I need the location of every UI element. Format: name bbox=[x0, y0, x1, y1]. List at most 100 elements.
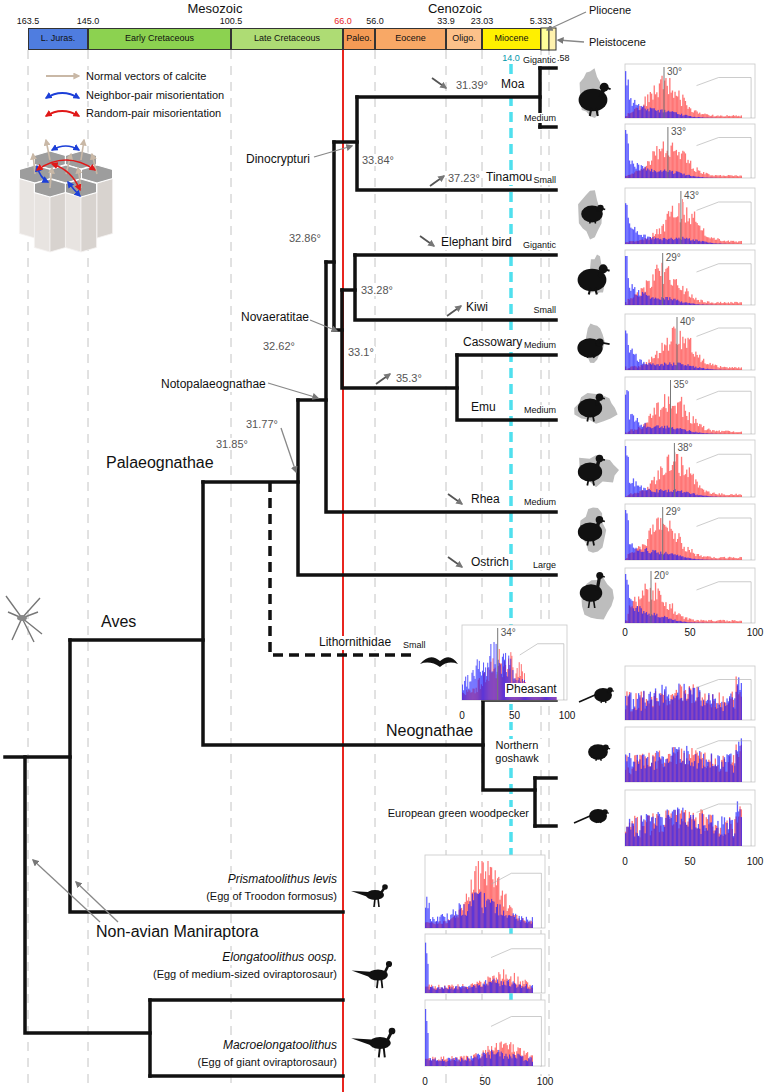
random-pair-bar bbox=[702, 114, 703, 118]
random-pair-bar bbox=[717, 238, 718, 244]
random-pair-bar bbox=[685, 551, 686, 560]
neighbor-pair-bar bbox=[721, 622, 722, 623]
neighbor-pair-bar bbox=[703, 117, 704, 118]
random-pair-bar bbox=[648, 602, 649, 623]
random-pair-bar bbox=[689, 412, 690, 434]
neighbor-pair-bar bbox=[656, 364, 657, 370]
neighbor-pair-bar bbox=[661, 490, 662, 497]
random-pair-bar bbox=[676, 452, 677, 497]
neighbor-pair-bar bbox=[669, 362, 670, 370]
random-pair-bar bbox=[741, 241, 742, 244]
random-pair-bar bbox=[686, 699, 687, 720]
neighbor-pair-bar bbox=[736, 496, 737, 497]
neighbor-pair-bar bbox=[678, 429, 679, 434]
neighbor-pair-bar bbox=[635, 710, 636, 720]
neighbor-pair-bar bbox=[698, 495, 699, 497]
neighbor-pair-bar bbox=[741, 622, 742, 623]
neighbor-pair-bar bbox=[703, 304, 704, 305]
neighbor-pair-bar bbox=[643, 293, 644, 305]
neighbor-pair-bar bbox=[719, 433, 720, 434]
random-pair-bar bbox=[721, 367, 722, 370]
neighbor-pair-bar bbox=[642, 166, 643, 178]
neighbor-pair-bar bbox=[690, 766, 691, 782]
random-pair-bar bbox=[678, 613, 679, 623]
random-pair-bar bbox=[741, 432, 742, 434]
random-pair-bar bbox=[712, 558, 713, 560]
random-pair-bar bbox=[711, 237, 712, 244]
neighbor-pair-bar bbox=[641, 769, 642, 782]
neighbor-pair-bar bbox=[652, 172, 653, 178]
neighbor-pair-bar bbox=[674, 239, 675, 244]
neighbor-pair-bar bbox=[704, 177, 705, 179]
random-pair-bar bbox=[703, 228, 704, 244]
neighbor-pair-bar bbox=[710, 369, 711, 370]
neighbor-pair-bar bbox=[628, 696, 629, 720]
neighbor-pair-bar bbox=[710, 117, 711, 118]
neighbor-pair-bar bbox=[637, 231, 638, 244]
neighbor-pair-bar bbox=[677, 428, 678, 434]
neighbor-pair-bar bbox=[689, 622, 690, 624]
neighbor-pair-bar bbox=[635, 354, 636, 370]
neighbor-pair-bar bbox=[733, 243, 734, 244]
random-pair-bar bbox=[716, 621, 717, 623]
random-pair-bar bbox=[668, 754, 669, 782]
histogram-frame bbox=[625, 666, 755, 720]
neighbor-pair-bar bbox=[680, 621, 681, 623]
neighbor-pair-bar bbox=[632, 229, 633, 244]
random-pair-bar bbox=[710, 557, 711, 560]
random-pair-bar bbox=[708, 115, 709, 118]
random-pair-bar bbox=[635, 693, 636, 720]
neighbor-pair-bar bbox=[695, 117, 696, 119]
neighbor-pair-bar bbox=[699, 690, 700, 720]
random-pair-bar bbox=[707, 173, 708, 178]
random-pair-bar bbox=[698, 300, 699, 305]
neighbor-pair-bar bbox=[720, 369, 721, 370]
neighbor-pair-bar bbox=[637, 486, 638, 497]
random-pair-bar bbox=[656, 265, 657, 305]
random-pair-bar bbox=[710, 363, 711, 370]
neighbor-pair-bar bbox=[673, 174, 674, 178]
random-pair-bar bbox=[708, 301, 709, 305]
random-pair-bar bbox=[637, 292, 638, 305]
neighbor-pair-bar bbox=[633, 164, 634, 178]
neighbor-pair-bar bbox=[699, 117, 700, 119]
neighbor-pair-bar bbox=[642, 427, 643, 434]
random-pair-bar bbox=[635, 602, 636, 623]
random-pair-bar bbox=[702, 620, 703, 623]
neighbor-pair-bar bbox=[658, 701, 659, 720]
neighbor-pair-bar bbox=[698, 622, 699, 623]
neighbor-pair-bar bbox=[725, 304, 726, 305]
random-pair-bar bbox=[678, 533, 679, 560]
neighbor-pair-bar bbox=[695, 367, 696, 370]
random-pair-bar bbox=[713, 238, 714, 244]
random-pair-bar bbox=[661, 149, 662, 178]
median-line bbox=[667, 127, 668, 178]
random-pair-bar bbox=[668, 610, 669, 623]
random-pair-bar bbox=[736, 241, 737, 244]
tree-branch bbox=[70, 638, 203, 642]
neighbor-pair-bar bbox=[655, 688, 656, 720]
random-pair-bar bbox=[691, 549, 692, 560]
neighbor-pair-bar bbox=[685, 694, 686, 720]
random-pair-bar bbox=[694, 621, 695, 623]
random-pair-bar bbox=[680, 100, 681, 118]
random-pair-bar bbox=[647, 94, 648, 118]
random-pair-bar bbox=[715, 431, 716, 434]
random-pair-bar bbox=[650, 766, 651, 782]
neighbor-pair-bar bbox=[720, 707, 721, 720]
neighbor-pair-bar bbox=[697, 177, 698, 178]
random-pair-bar bbox=[664, 394, 665, 434]
random-pair-bar bbox=[646, 106, 647, 118]
histogram-frame bbox=[625, 727, 755, 782]
neighbor-pair-bar bbox=[661, 685, 662, 720]
neighbor-pair-bar bbox=[633, 548, 634, 560]
random-pair-bar bbox=[733, 700, 734, 720]
neighbor-pair-bar bbox=[637, 163, 638, 178]
random-pair-bar bbox=[719, 239, 720, 244]
random-pair-bar bbox=[725, 303, 726, 305]
neighbor-pair-bar bbox=[716, 559, 717, 560]
neighbor-pair-bar bbox=[725, 117, 726, 118]
neighbor-pair-bar bbox=[707, 369, 708, 370]
neighbor-pair-bar bbox=[643, 552, 644, 560]
random-pair-bar bbox=[704, 236, 705, 244]
